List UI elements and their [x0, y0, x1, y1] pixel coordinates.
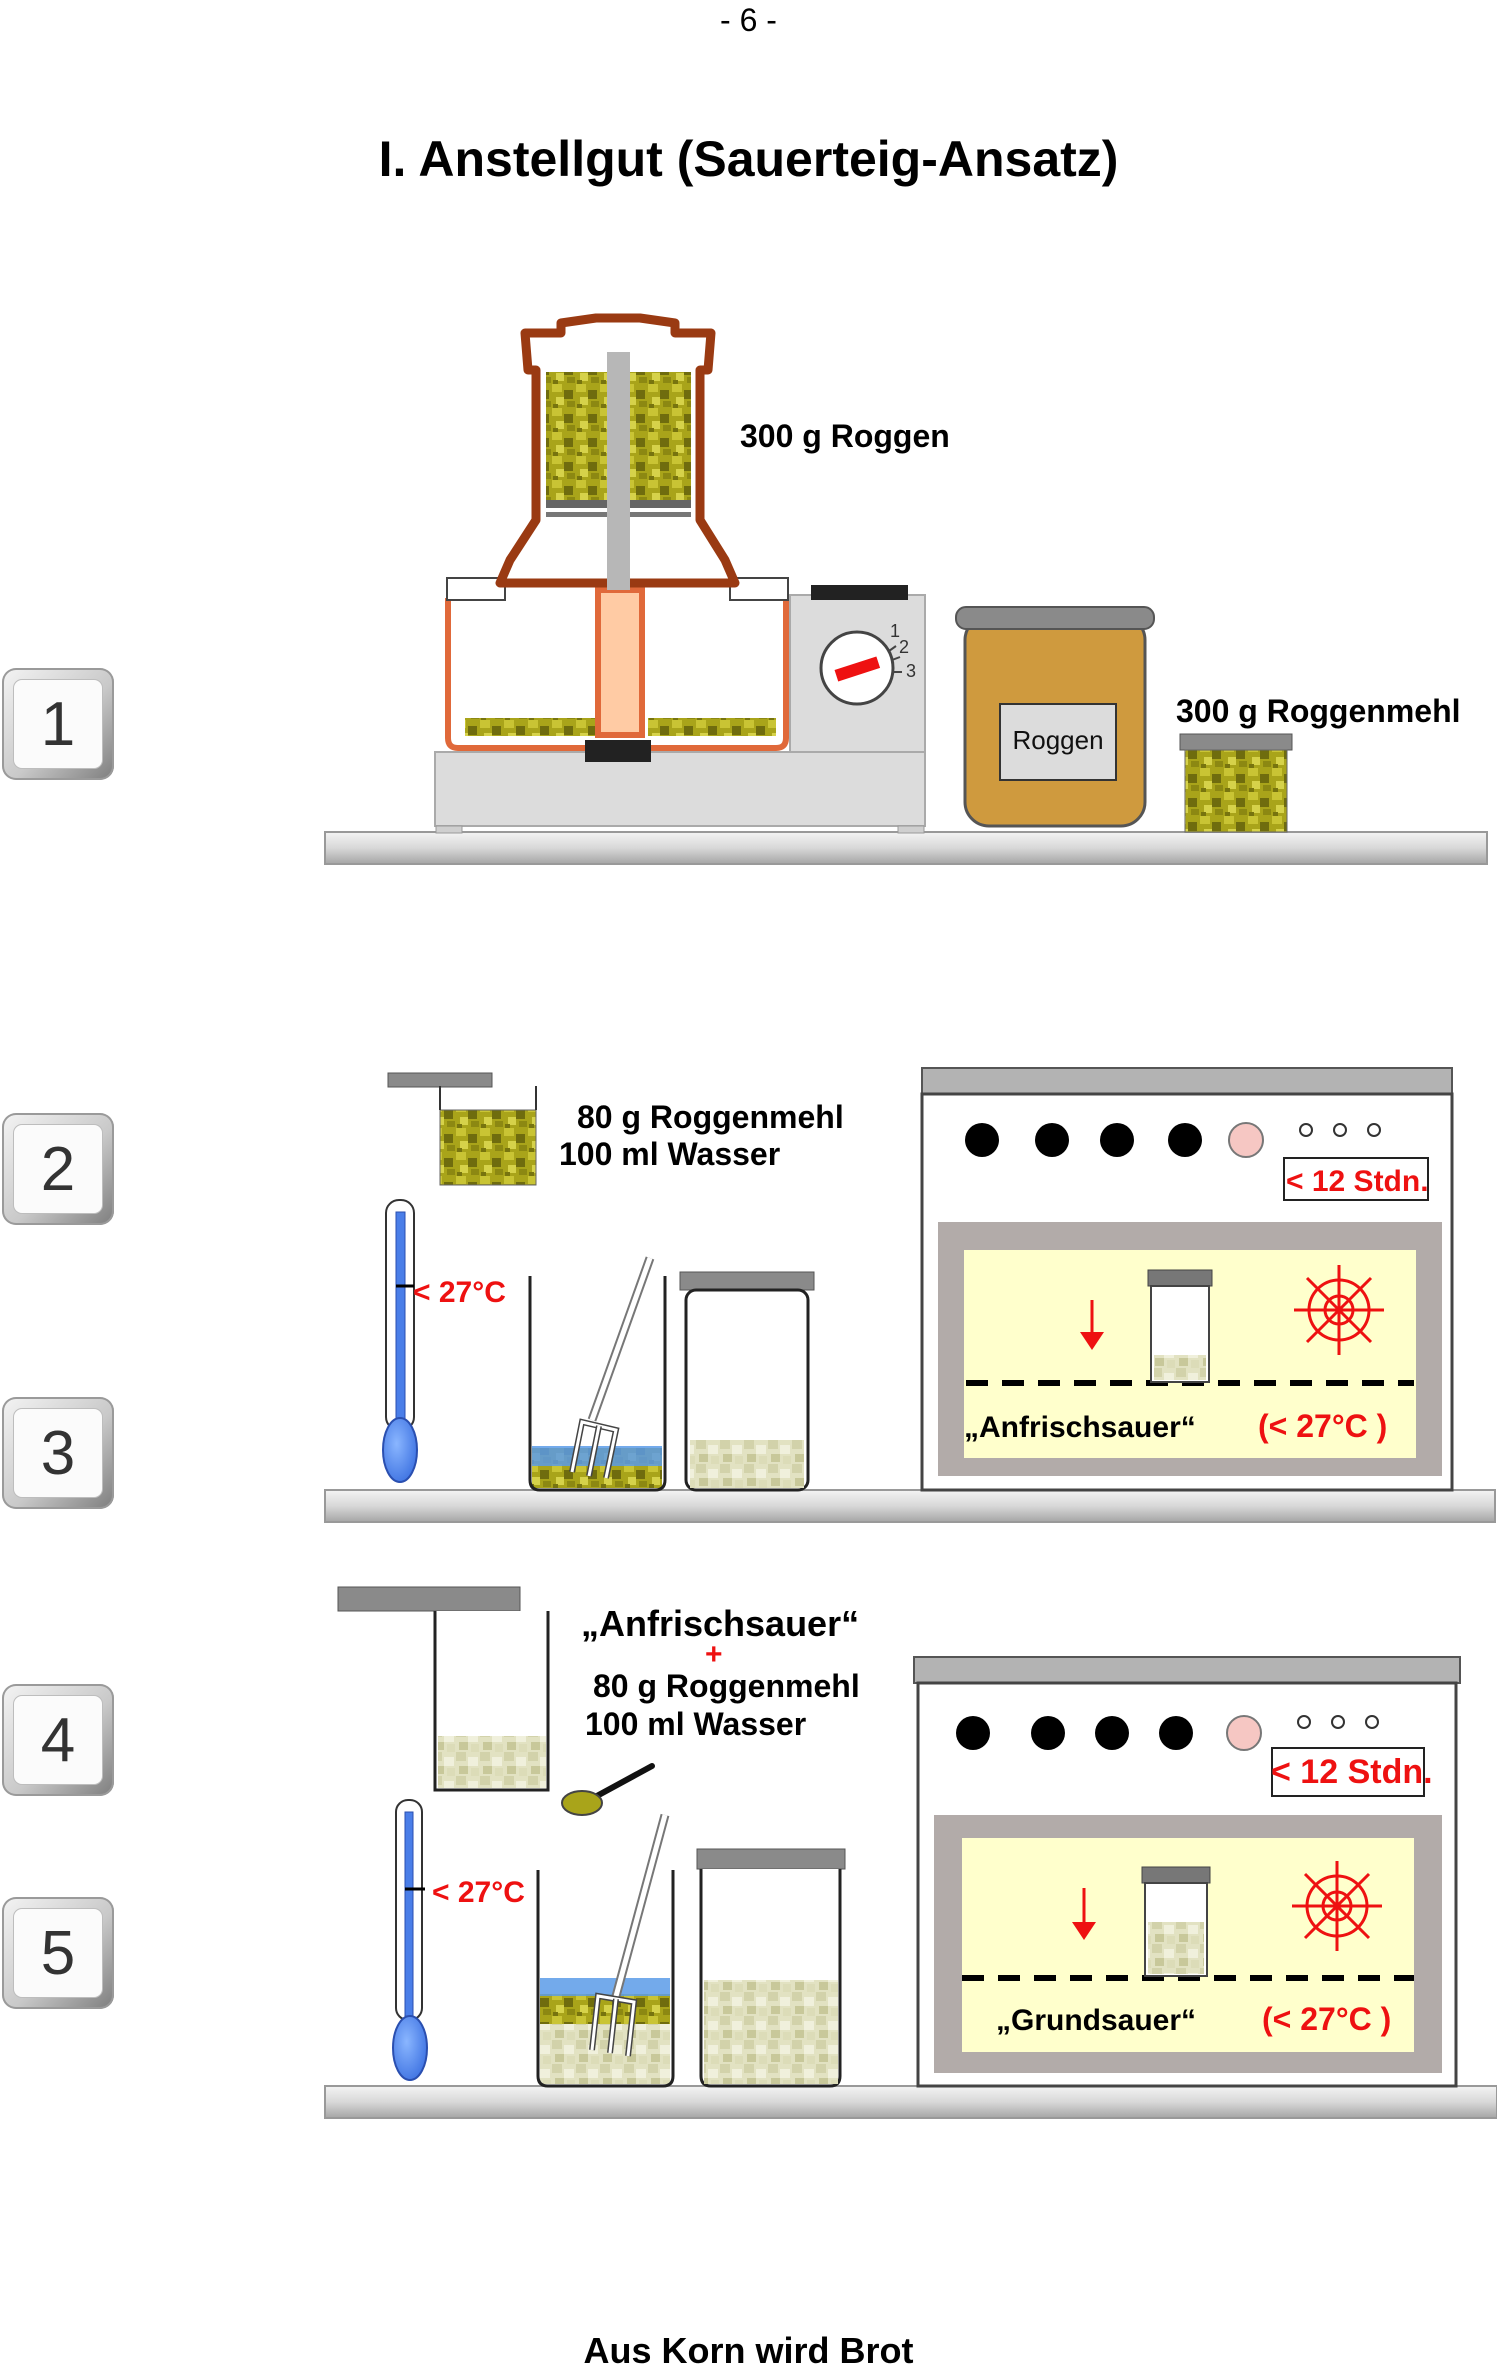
dial-mark-2: 2: [899, 637, 909, 657]
flour-amount-label: 300 g Roggenmehl: [1176, 693, 1461, 729]
step-1-button[interactable]: 1: [2, 668, 114, 780]
oven-2: < 12 Stdn. „Grundsauer“ (< 27°C ): [913, 1656, 1461, 2088]
s3-flour-label: 80 g Roggenmehl: [593, 1668, 860, 1704]
spoon-icon: [561, 1763, 655, 1816]
s3-plus-sign: +: [705, 1638, 723, 1671]
warmth-sun-icon-1: [1294, 1265, 1384, 1355]
dial-mark-1: 1: [890, 621, 900, 641]
flour-container-1: [1179, 733, 1293, 833]
step-2-button[interactable]: 2: [2, 1113, 114, 1225]
sourdough-jar-2: [696, 1848, 846, 2088]
mixing-beaker-2: [536, 1813, 675, 2088]
grain-mill: 1 2 3: [434, 313, 926, 834]
oven-1: < 12 Stdn. „Anfrischsauer“ (< 27°C ): [920, 1067, 1454, 1492]
s2-temp-label: < 27°C: [413, 1276, 506, 1309]
thermometer-1: [382, 1199, 418, 1483]
shelf-2: [324, 1489, 1496, 1523]
section-1-mill-scene: 1 2 3 Roggen: [324, 313, 1488, 865]
rye-grain-jar: Roggen: [955, 606, 1155, 828]
s3-timer-label: < 12 Stdn.: [1271, 1753, 1433, 1791]
page-title: I. Anstellgut (Sauerteig-Ansatz): [378, 131, 1119, 187]
step-1-label: 1: [14, 680, 102, 768]
oven-2-light: [1226, 1715, 1262, 1751]
footer-text: Aus Korn wird Brot: [583, 2330, 914, 2371]
oven-1-timer[interactable]: [1283, 1157, 1429, 1201]
page-number: - 6 -: [720, 2, 777, 38]
section-3-grundsauer-scene: „Anfrischsauer“ + 80 g Roggenmehl 100 ml…: [324, 1586, 1497, 2119]
s3-result-temp: (< 27°C ): [1262, 2001, 1391, 2037]
s3-result-name: „Grundsauer“: [996, 2004, 1196, 2037]
warmth-sun-icon-2: [1292, 1861, 1382, 1951]
grain-amount-label: 300 g Roggen: [740, 418, 950, 454]
shelf-3: [324, 2085, 1497, 2119]
step-2-label: 2: [14, 1125, 102, 1213]
oven-2-timer[interactable]: [1271, 1747, 1425, 1797]
s2-result-temp: (< 27°C ): [1258, 1408, 1387, 1444]
oven-1-light: [1228, 1122, 1264, 1158]
mixing-beaker-1: [528, 1256, 667, 1492]
sourdough-jar-1: [679, 1271, 815, 1492]
dial-mark-3: 3: [906, 661, 916, 681]
s3-base-label: „Anfrischsauer“: [581, 1603, 859, 1644]
step-5-button[interactable]: 5: [2, 1897, 114, 2009]
s2-result-name: „Anfrischsauer“: [964, 1411, 1196, 1444]
jar-label: Roggen: [1012, 725, 1103, 755]
s3-water-label: 100 ml Wasser: [585, 1706, 806, 1742]
s2-flour-label: 80 g Roggenmehl: [577, 1099, 844, 1135]
shelf-1: [324, 831, 1488, 865]
step-3-label: 3: [14, 1409, 102, 1497]
step-4-button[interactable]: 4: [2, 1684, 114, 1796]
s2-timer-label: < 12 Stdn.: [1286, 1165, 1429, 1198]
s3-temp-label: < 27°C: [432, 1876, 525, 1909]
s2-water-label: 100 ml Wasser: [559, 1136, 780, 1172]
step-5-label: 5: [14, 1909, 102, 1997]
step-3-button[interactable]: 3: [2, 1397, 114, 1509]
section-2-anfrischsauer-scene: 80 g Roggenmehl 100 ml Wasser < 27°C: [324, 1067, 1496, 1523]
step-4-label: 4: [14, 1696, 102, 1784]
thermometer-2: [392, 1799, 428, 2081]
